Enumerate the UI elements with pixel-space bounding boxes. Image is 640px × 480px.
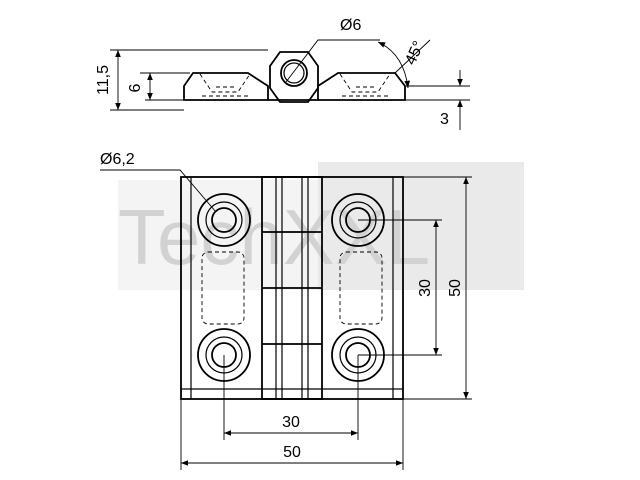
dim-pin-diameter-label: Ø6 [340, 17, 361, 34]
dim-hole-horizontal-spacing-label: 30 [282, 414, 300, 431]
dim-hole-vertical-spacing-label: 30 [417, 279, 434, 297]
dim-total-height-label: 50 [447, 279, 464, 297]
watermark: TechXXL [118, 162, 524, 290]
watermark-text: TechXXL [118, 193, 430, 281]
hole-top-left [197, 193, 251, 247]
dim-overall-height-label: 11,5 [95, 65, 112, 95]
front-view: Ø6,2 30 50 30 50 [100, 151, 472, 470]
side-view: 11,5 6 Ø6 45° 3 [95, 17, 470, 130]
dim-countersink-angle-label: 45° [402, 39, 428, 68]
dim-thickness-label: 3 [440, 111, 449, 128]
dim-total-width-label: 50 [283, 444, 301, 461]
dim-hole-diameter-label: Ø6,2 [100, 151, 135, 168]
dim-leaf-height-label: 6 [127, 83, 144, 92]
